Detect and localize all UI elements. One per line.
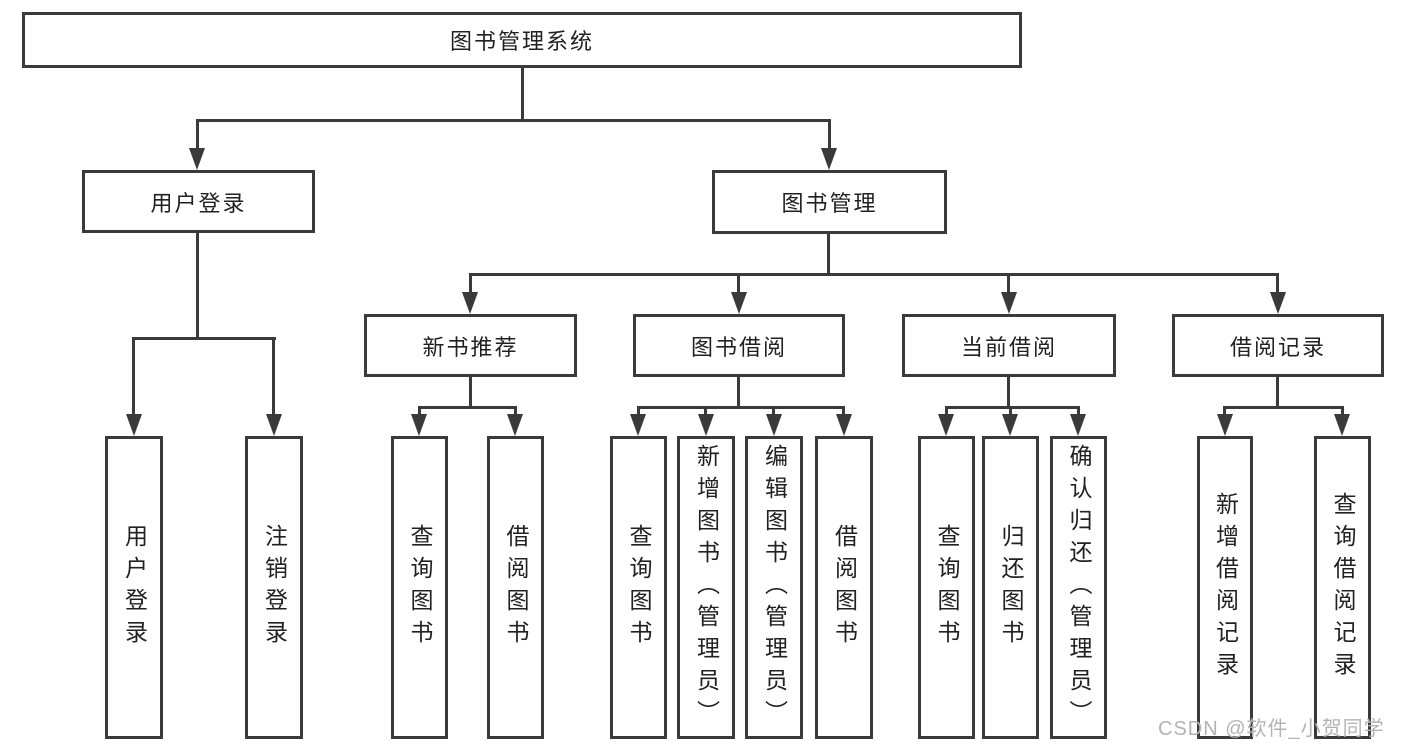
connector-mgmt-drop-1 (469, 273, 472, 293)
leaf-rcd-query-record: 查询借阅记录 (1314, 436, 1371, 739)
leaf-rec-query-books-label: 查询图书 (407, 523, 433, 652)
connector-borrow-drop-4 (842, 406, 845, 416)
arrow-down-icon (189, 148, 205, 170)
leaf-rec-query-books: 查询图书 (391, 436, 448, 739)
node-root-label: 图书管理系统 (449, 29, 594, 54)
leaf-cur-return-books: 归还图书 (982, 436, 1039, 739)
leaf-bor-add-books: 新增图书（管理员） (677, 436, 735, 739)
connector-mgmt-drop-3 (1007, 273, 1010, 293)
connector-root-stem (521, 67, 524, 120)
leaf-rcd-query-record-label: 查询借阅记录 (1330, 491, 1356, 684)
connector-records-stem (1276, 377, 1279, 407)
leaf-rec-borrow-books: 借阅图书 (487, 436, 544, 739)
leaf-bor-query-books-label: 查询图书 (626, 523, 652, 652)
leaf-logout-label: 注销登录 (261, 523, 288, 652)
connector-root-drop-right (828, 119, 831, 149)
node-current-borrow: 当前借阅 (902, 314, 1116, 377)
connector-rec-drop-2 (514, 406, 517, 416)
arrow-down-icon (766, 414, 782, 436)
node-new-book-rec-label: 新书推荐 (422, 334, 519, 360)
leaf-rcd-add-record: 新增借阅记录 (1197, 436, 1253, 739)
node-borrow-records-label: 借阅记录 (1229, 334, 1326, 360)
arrow-down-icon (938, 414, 954, 436)
node-root: 图书管理系统 (22, 12, 1022, 68)
connector-root-rail (196, 119, 831, 122)
arrow-down-icon (1001, 292, 1017, 314)
node-book-borrow-label: 图书借阅 (690, 334, 787, 360)
connector-login-rail (132, 337, 276, 340)
arrow-down-icon (731, 292, 747, 314)
connector-mgmt-stem (827, 233, 830, 275)
connector-borrow-drop-3 (772, 406, 775, 416)
connector-rec-drop-1 (418, 406, 421, 416)
connector-records-drop-2 (1341, 406, 1344, 416)
node-book-mgmt: 图书管理 (712, 170, 947, 234)
leaf-user-login-label: 用户登录 (121, 523, 148, 652)
leaf-bor-edit-books-label: 编辑图书（管理员） (761, 443, 788, 732)
connector-borrow-rail (637, 406, 844, 409)
connector-records-rail (1223, 406, 1343, 409)
arrow-down-icon (411, 414, 427, 436)
leaf-cur-confirm-return: 确认归还（管理员） (1050, 436, 1107, 739)
leaf-cur-query-books-label: 查询图书 (934, 523, 960, 652)
connector-borrow-stem (737, 377, 740, 407)
leaf-bor-borrow-books: 借阅图书 (815, 436, 873, 739)
leaf-cur-query-books: 查询图书 (918, 436, 975, 739)
arrow-down-icon (1070, 414, 1086, 436)
arrow-down-icon (1217, 414, 1233, 436)
node-user-login-label: 用户登录 (150, 190, 247, 216)
arrow-down-icon (126, 414, 142, 436)
connector-login-drop-1 (132, 337, 135, 415)
leaf-bor-borrow-books-label: 借阅图书 (831, 523, 858, 652)
connector-mgmt-drop-2 (737, 273, 740, 293)
connector-current-rail (945, 406, 1079, 409)
connector-login-drop-2 (272, 337, 275, 415)
arrow-down-icon (698, 414, 714, 436)
connector-mgmt-rail (469, 273, 1279, 276)
arrow-down-icon (1002, 414, 1018, 436)
connector-current-drop-1 (945, 406, 948, 416)
connector-records-drop-1 (1223, 406, 1226, 416)
leaf-cur-return-books-label: 归还图书 (998, 523, 1024, 652)
node-new-book-rec: 新书推荐 (364, 314, 577, 377)
leaf-bor-query-books: 查询图书 (610, 436, 667, 739)
leaf-cur-confirm-return-label: 确认归还（管理员） (1066, 443, 1092, 732)
connector-rec-stem (469, 377, 472, 407)
arrow-down-icon (462, 292, 478, 314)
connector-rec-rail (418, 406, 517, 409)
leaf-user-login: 用户登录 (105, 436, 163, 739)
arrow-down-icon (821, 148, 837, 170)
arrow-down-icon (507, 414, 523, 436)
arrow-down-icon (266, 414, 282, 436)
leaf-bor-add-books-label: 新增图书（管理员） (693, 443, 720, 732)
leaf-logout: 注销登录 (245, 436, 303, 739)
node-user-login: 用户登录 (82, 170, 315, 233)
arrow-down-icon (1270, 292, 1286, 314)
connector-current-drop-2 (1009, 406, 1012, 416)
connector-current-drop-3 (1077, 406, 1080, 416)
connector-borrow-drop-1 (637, 406, 640, 416)
connector-current-stem (1007, 377, 1010, 407)
connector-borrow-drop-2 (704, 406, 707, 416)
arrow-down-icon (836, 414, 852, 436)
node-book-mgmt-label: 图书管理 (781, 191, 878, 216)
arrow-down-icon (630, 414, 646, 436)
connector-mgmt-drop-4 (1276, 273, 1279, 293)
connector-root-drop-left (196, 119, 199, 149)
connector-login-stem (196, 233, 199, 338)
leaf-rec-borrow-books-label: 借阅图书 (503, 523, 529, 652)
arrow-down-icon (1334, 414, 1350, 436)
watermark-text: CSDN @软件_小贺同学 (1158, 718, 1385, 740)
node-borrow-records: 借阅记录 (1172, 314, 1384, 377)
node-current-borrow-label: 当前借阅 (960, 334, 1057, 360)
node-book-borrow: 图书借阅 (633, 314, 845, 377)
leaf-rcd-add-record-label: 新增借阅记录 (1212, 491, 1239, 684)
leaf-bor-edit-books: 编辑图书（管理员） (745, 436, 803, 739)
